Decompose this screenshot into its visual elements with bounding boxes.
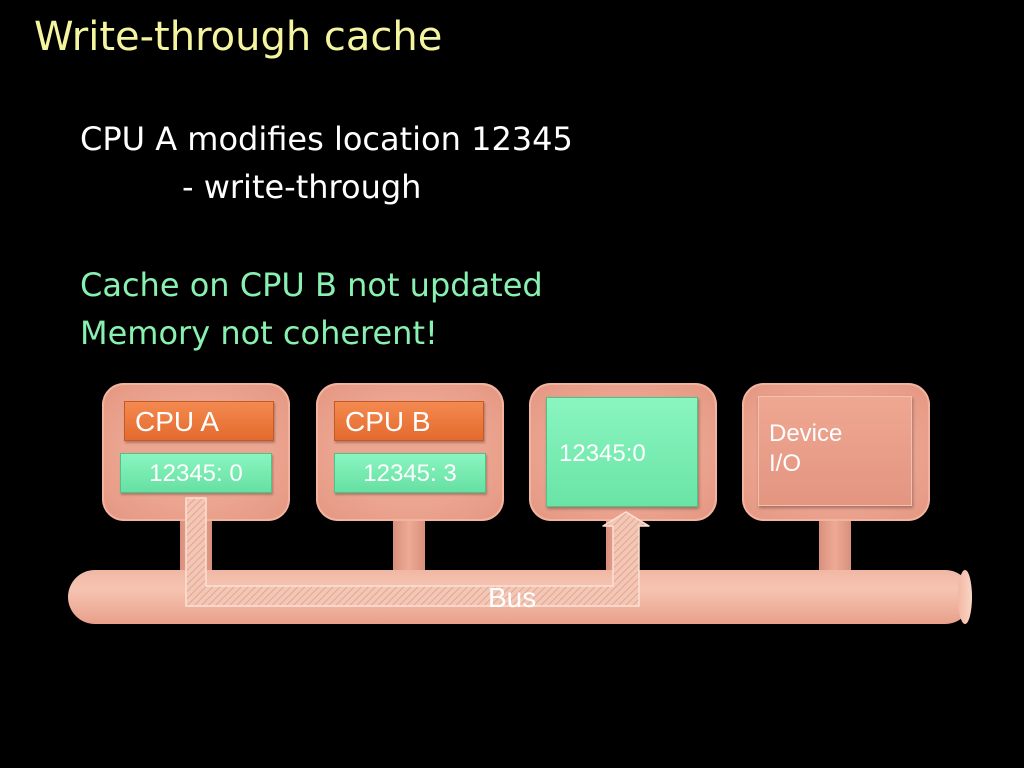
cpu-a-label: CPU A [124, 401, 274, 441]
cpu-b-label: CPU B [334, 401, 484, 441]
flow-arrow-path [185, 497, 650, 607]
statement-line-4: Memory not coherent! [80, 314, 438, 352]
device-io-label: Device I/O [758, 396, 912, 506]
device-io-unit: Device I/O [742, 383, 930, 521]
slide-title: Write-through cache [34, 14, 443, 60]
memory-unit: 12345:0 [529, 383, 717, 521]
bus-label: Bus [488, 582, 537, 613]
statement-line-1: CPU A modifies location 12345 [80, 120, 573, 158]
memory-location: 12345:0 [546, 397, 698, 507]
bus-end-cap [958, 570, 972, 624]
cpu-b-unit: CPU B 12345: 3 [316, 383, 504, 521]
statement-line-2: - write-through [182, 168, 422, 206]
cpu-a-cache-entry: 12345: 0 [120, 453, 272, 493]
cpu-b-cache-entry: 12345: 3 [334, 453, 486, 493]
statement-line-3: Cache on CPU B not updated [80, 266, 543, 304]
